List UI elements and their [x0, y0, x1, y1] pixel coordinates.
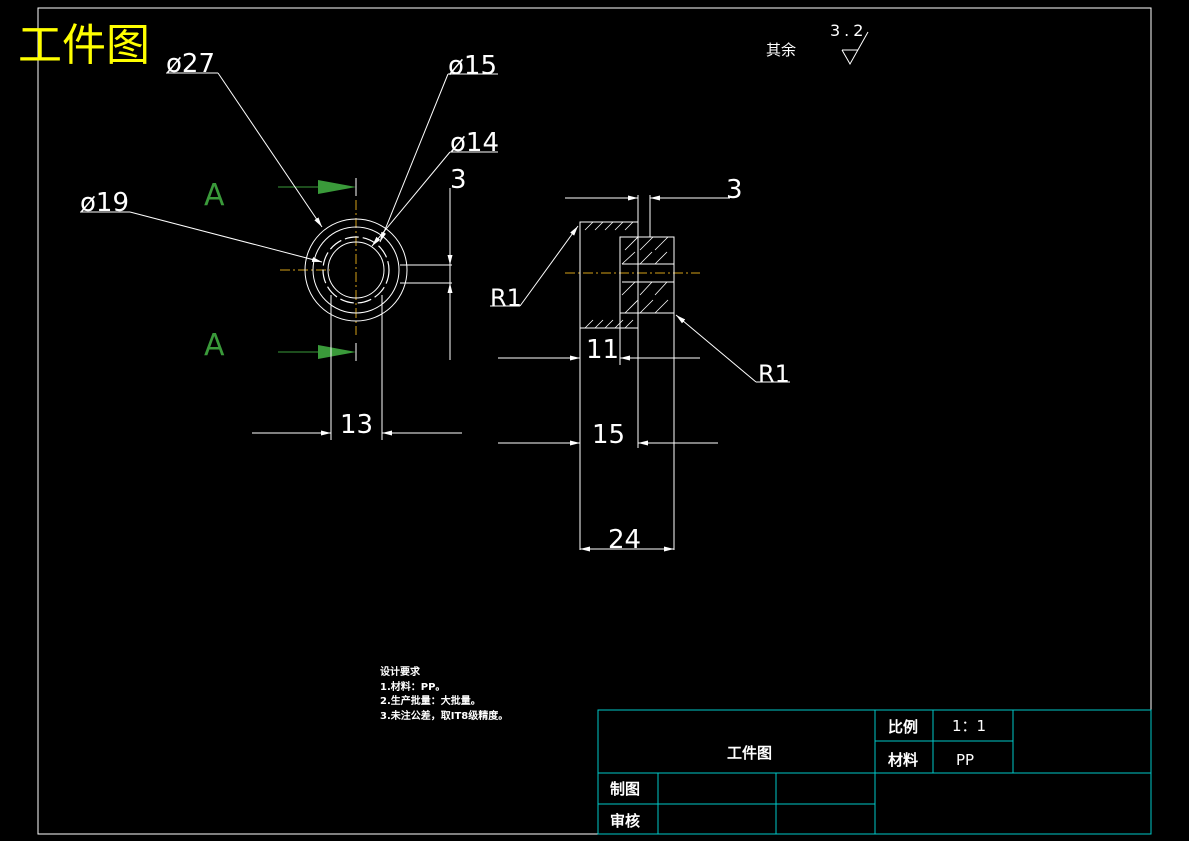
dim-d19: ø19 — [80, 188, 129, 218]
side-view: 3 R1 R1 11 15 24 — [490, 175, 790, 555]
title-block-material-value: PP — [956, 751, 974, 769]
dim-13: 13 — [340, 410, 373, 440]
circle-d14 — [327, 241, 385, 299]
section-mark-bottom: A — [204, 328, 225, 363]
title-block-scale-value: 1：1 — [952, 717, 986, 735]
title-block — [597, 709, 1152, 835]
dim-front-3: 3 — [450, 165, 467, 195]
title-block-drawn-label: 制图 — [610, 780, 640, 798]
title-block-scale-label: 比例 — [888, 718, 918, 736]
title-block-material-label: 材料 — [888, 751, 918, 769]
dim-side-3: 3 — [726, 175, 743, 205]
roughness-label: 其余 — [766, 41, 796, 59]
dim-15: 15 — [592, 420, 625, 450]
requirements-heading: 设计要求 — [380, 665, 421, 678]
circle-d19 — [312, 226, 400, 314]
roughness-symbol: 其余 3.2 — [766, 21, 869, 66]
front-view: 3 ø27 ø15 ø14 ø19 13 — [80, 49, 499, 440]
dim-d27: ø27 — [166, 49, 215, 79]
dim-r1-left: R1 — [490, 284, 522, 312]
drawing-border — [37, 7, 1152, 835]
outer-circle-d27 — [304, 218, 408, 322]
dim-d15: ø15 — [448, 51, 497, 81]
design-requirements: 设计要求 1.材料：PP。 2.生产批量：大批量。 3.未注公差，取IT8级精度… — [380, 665, 508, 722]
dim-r1-right: R1 — [758, 360, 790, 388]
requirement-item: 2.生产批量：大批量。 — [380, 694, 481, 707]
title-block-checked-label: 审核 — [610, 812, 640, 830]
dim-24: 24 — [608, 525, 641, 555]
circle-d15 — [322, 236, 390, 304]
title-block-part-name: 工件图 — [727, 744, 772, 762]
section-mark-top: A — [204, 178, 225, 213]
requirement-item: 3.未注公差，取IT8级精度。 — [380, 709, 508, 722]
section-marks: A A — [204, 178, 357, 363]
requirement-item: 1.材料：PP。 — [380, 680, 445, 693]
sheet-title: 工件图 — [18, 20, 150, 71]
dim-d14: ø14 — [450, 128, 499, 158]
dim-11: 11 — [586, 335, 619, 365]
roughness-value: 3.2 — [830, 21, 867, 40]
